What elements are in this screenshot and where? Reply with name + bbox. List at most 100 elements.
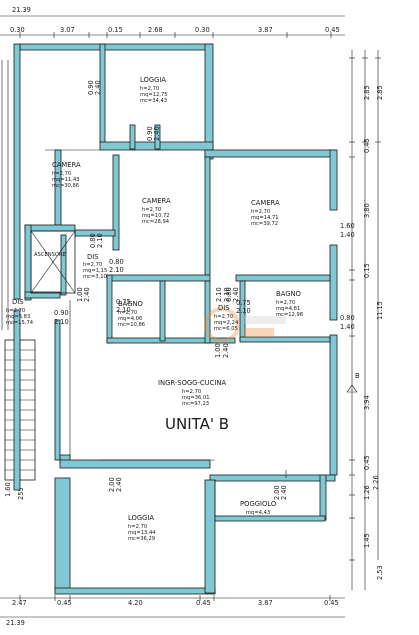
watermark-logo [204,307,286,343]
dim-bottom-6: 0.45 [324,599,339,607]
svg-text:mc=39,72: mc=39,72 [251,221,278,227]
svg-text:2.10: 2.10 [54,318,69,326]
svg-text:2.00: 2.00 [273,485,281,500]
svg-text:0.80: 0.80 [340,314,355,322]
svg-text:h=2,70: h=2,70 [6,308,25,314]
svg-text:0.75: 0.75 [236,299,251,307]
room-ascensore: ASCENSORE [34,252,66,258]
opening-loggia-2: 0.90 2.40 [146,126,161,141]
svg-text:h=2,70: h=2,70 [128,524,147,530]
unit-label: UNITA' B [165,415,229,433]
svg-text:h=2,70: h=2,70 [83,262,102,268]
svg-text:DIS: DIS [218,304,230,312]
svg-text:mc=28,94: mc=28,94 [142,219,170,225]
dim-right-outer-top: 2.85 [376,85,384,100]
dim-top-2: 3.07 [60,26,75,34]
svg-text:2.40: 2.40 [222,343,230,358]
room-dis-left: DIS h=2,70 mq=5,83 mc=15,74 [6,298,34,326]
dim-right-inner-2: 0.45 [363,138,371,153]
svg-text:2.40: 2.40 [83,287,91,302]
svg-text:CAMERA: CAMERA [251,199,280,207]
room-camera-mid: CAMERA h=2,70 mq=10,72 mc=28,94 [142,197,171,225]
svg-text:2.40: 2.40 [232,287,240,302]
dim-right-inner-1: 2.85 [363,85,371,100]
svg-text:mc=36,29: mc=36,29 [128,536,155,542]
svg-text:2.40: 2.40 [280,485,288,500]
svg-text:2.10: 2.10 [109,266,124,274]
svg-text:mq=13,44: mq=13,44 [128,530,156,536]
room-ingresso: INGR-SOGG-CUCINA h=2,70 mq=36,01 mc=97,2… [158,379,226,407]
room-loggia-top: LOGGIA h=2,70 mq=12,75 mc=34,43 [140,76,168,104]
svg-text:2.10: 2.10 [215,287,223,302]
opening-camera-right: 1.60 1.40 [340,222,355,239]
dim-right-inner-8: 2.26 [372,475,380,490]
svg-text:0.80: 0.80 [225,287,233,302]
svg-text:h=2,70: h=2,70 [182,389,201,395]
svg-text:BAGNO: BAGNO [276,290,301,298]
dim-top-1: 0.30 [10,26,25,34]
svg-text:h=2,70: h=2,70 [52,171,71,177]
room-camera-left: CAMERA h=2,70 mq=11,43 mc=30,86 [52,161,81,189]
opening-dis-a: 0.80 2.40 [225,287,240,302]
svg-text:DIS: DIS [87,253,99,261]
svg-text:mq=1,15: mq=1,15 [83,268,107,274]
svg-text:h=2,70: h=2,70 [251,209,270,215]
svg-text:mc=12,98: mc=12,98 [276,312,303,318]
opening-dis-2: 1.00 2.40 [76,287,91,302]
svg-text:BAGNO: BAGNO [118,300,143,308]
svg-text:CAMERA: CAMERA [52,161,81,169]
svg-text:1.40: 1.40 [340,323,355,331]
svg-text:ASCENSORE: ASCENSORE [34,252,66,258]
svg-text:mc=97,23: mc=97,23 [182,401,209,407]
dim-bottom-total: 21.39 [6,619,25,627]
dim-top-total: 21.39 [12,6,31,14]
room-bagno-right: BAGNO h=2,70 mq=4,81 mc=12,98 [276,290,303,318]
svg-text:h=2,70: h=2,70 [118,310,137,316]
svg-text:2.40: 2.40 [94,80,102,95]
svg-text:1.00: 1.00 [214,343,222,358]
room-dis-top: DIS h=2,70 mq=1,15 mc=3,10 [83,253,107,280]
opening-bagno-1: 0.75 2.10 [116,298,131,314]
svg-text:0.90: 0.90 [54,309,69,317]
svg-text:h=2,70: h=2,70 [214,314,233,320]
dim-right-outer-total: 11.15 [376,301,384,320]
svg-text:2.40: 2.40 [115,477,123,492]
svg-text:mq=4,06: mq=4,06 [118,316,142,322]
svg-text:mc=3,10: mc=3,10 [83,274,107,280]
dim-bottom-4: 0.45 [196,599,211,607]
svg-text:0.90: 0.90 [87,80,95,95]
dim-top-5: 0.30 [195,26,210,34]
dim-left-1: 1.60 [4,482,12,497]
section-arrow-icon [346,384,358,393]
walls [13,43,338,595]
svg-text:1.60: 1.60 [340,222,355,230]
svg-text:0.75: 0.75 [116,298,131,306]
svg-text:1.40: 1.40 [340,231,355,239]
svg-text:mc=34,43: mc=34,43 [140,98,167,104]
room-dis-mid: DIS h=2,70 mq=2,24 mc=6,05 [214,304,239,332]
dim-top-7: 0.45 [325,26,340,34]
svg-text:INGR-SOGG-CUCINA: INGR-SOGG-CUCINA [158,379,226,387]
svg-text:DIS: DIS [12,298,24,306]
opening-bagno-2: 0.75 2.10 [236,299,251,315]
svg-text:h=2,70: h=2,70 [276,300,295,306]
svg-text:LOGGIA: LOGGIA [128,514,154,522]
opening-dis-left: 0.90 2.10 [54,309,69,326]
svg-text:mc=10,86: mc=10,86 [118,322,145,328]
svg-text:0.90: 0.90 [146,126,154,141]
svg-text:1.00: 1.00 [76,287,84,302]
dim-right-inner-9: 1.45 [363,533,371,548]
svg-text:mq=5,83: mq=5,83 [6,314,30,320]
svg-text:mq=12,75: mq=12,75 [140,92,168,98]
opening-camera-mid: 0.80 2.10 [109,258,124,274]
opening-poggiolo: 2.00 2.40 [273,485,288,500]
door-swings [45,149,287,517]
dim-bottom-1: 2.47 [12,599,27,607]
svg-text:mq=11,43: mq=11,43 [52,177,80,183]
svg-text:0.80: 0.80 [89,233,97,248]
dimension-lines: 21.39 0.30 3.07 0.15 2.68 0.30 3.87 0.45… [0,6,384,627]
svg-text:mq=10,72: mq=10,72 [142,213,170,219]
dim-bottom-3: 4.20 [128,599,143,607]
svg-text:h=2,70: h=2,70 [142,207,161,213]
